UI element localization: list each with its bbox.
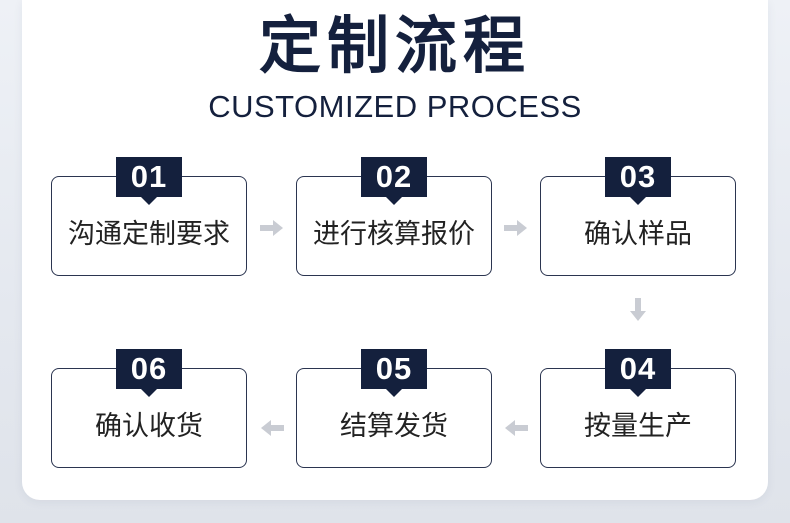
step-card-01: 01 沟通定制要求 xyxy=(51,157,247,276)
step-number-badge: 01 xyxy=(116,157,182,197)
step-label: 进行核算报价 xyxy=(313,219,475,250)
arrow-right-icon xyxy=(504,216,528,240)
step-label: 沟通定制要求 xyxy=(68,219,230,250)
arrow-right-icon xyxy=(260,216,284,240)
step-card-04: 04 按量生产 xyxy=(540,349,736,468)
step-label: 按量生产 xyxy=(584,411,692,442)
step-number-badge: 05 xyxy=(361,349,427,389)
step-label: 结算发货 xyxy=(340,411,448,442)
step-number-badge: 02 xyxy=(361,157,427,197)
arrow-down-icon xyxy=(626,298,650,322)
step-number-badge: 04 xyxy=(605,349,671,389)
process-card: 定制流程 CUSTOMIZED PROCESS 01 沟通定制要求 02 进行核… xyxy=(22,0,768,500)
step-number-badge: 06 xyxy=(116,349,182,389)
step-number-badge: 03 xyxy=(605,157,671,197)
step-label: 确认收货 xyxy=(95,411,203,442)
step-card-02: 02 进行核算报价 xyxy=(296,157,492,276)
page-title: 定制流程 xyxy=(258,9,531,82)
step-card-06: 06 确认收货 xyxy=(51,349,247,468)
arrow-left-icon xyxy=(504,416,528,440)
step-card-03: 03 确认样品 xyxy=(540,157,736,276)
page-subtitle: CUSTOMIZED PROCESS xyxy=(208,89,582,124)
step-card-05: 05 结算发货 xyxy=(296,349,492,468)
arrow-left-icon xyxy=(260,416,284,440)
step-label: 确认样品 xyxy=(584,219,692,250)
